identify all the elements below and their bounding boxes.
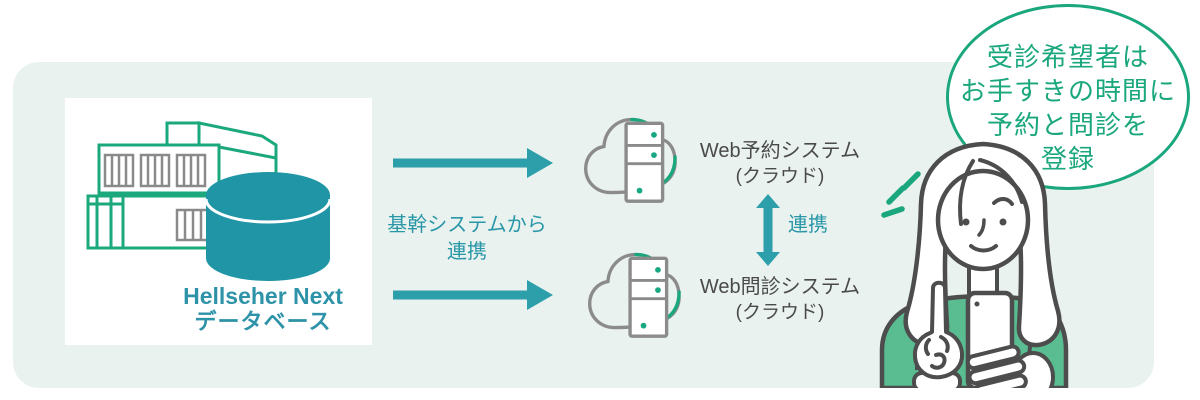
system-label-interview: Web問診システム (クラウド)	[688, 275, 872, 326]
bang-strand-left	[958, 159, 975, 226]
mouth	[969, 244, 998, 253]
bubble-line: 登録	[1040, 144, 1095, 174]
source-system-card: Hellseher Next データベース	[65, 98, 372, 345]
arrow-right-bottom-icon	[393, 280, 553, 310]
face-features	[958, 158, 1024, 253]
bubble-line: お手すきの時間に	[959, 76, 1176, 106]
speech-bubble-text: 受診希望者は お手すきの時間に 予約と問診を 登録	[949, 7, 1187, 176]
system-name: Web予約システム	[699, 140, 861, 162]
bubble-line: 受診希望者は	[986, 42, 1149, 72]
arrow-right-top-icon	[393, 148, 553, 178]
bubble-line: 予約と問診を	[986, 110, 1149, 140]
speech-bubble: 受診希望者は お手すきの時間に 予約と問診を 登録	[946, 4, 1190, 190]
flow-label: 基幹システムから 連携	[377, 212, 557, 266]
database-icon	[204, 172, 332, 281]
arrow-vertical-link-icon	[756, 194, 780, 266]
system-label-reservation: Web予約システム (クラウド)	[688, 139, 872, 190]
system-sub: (クラウド)	[735, 166, 825, 187]
eye-left	[962, 218, 970, 226]
pointing-hand-icon	[912, 280, 965, 388]
eye-right	[999, 218, 1007, 226]
server-icon	[628, 256, 669, 338]
server-icon	[624, 121, 665, 203]
nose	[977, 218, 986, 237]
flow-label-line2: 連携	[447, 241, 487, 263]
cloud-server-reservation-icon	[584, 117, 677, 203]
emphasis-marks-icon	[881, 171, 921, 218]
eyebrow	[992, 197, 1014, 206]
bang-strand-right	[978, 158, 1024, 204]
cloud-server-interview-icon	[588, 252, 681, 338]
link-label: 連携	[788, 214, 828, 236]
person-illustration	[879, 141, 1069, 388]
building-database-illustration	[86, 121, 332, 281]
flow-label-line1: 基幹システムから	[387, 214, 547, 236]
database-subtitle: データベース	[194, 309, 332, 334]
system-sub: (クラウド)	[735, 302, 825, 323]
database-title: Hellseher Next	[183, 283, 343, 309]
system-name: Web問診システム	[699, 276, 861, 298]
database-label: Hellseher Next データベース	[182, 284, 344, 335]
holding-hand	[965, 344, 1055, 388]
building-windows	[103, 153, 212, 242]
